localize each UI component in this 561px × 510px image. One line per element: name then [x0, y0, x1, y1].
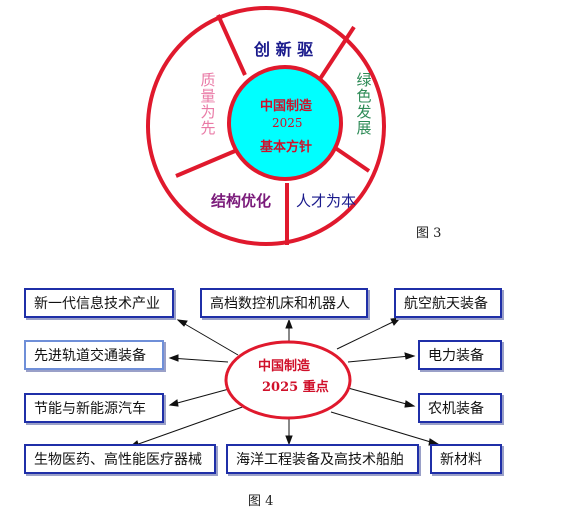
- fig3-spoke: [216, 14, 247, 76]
- arrow: [177, 319, 239, 356]
- box-power-equipment: 电力装备: [418, 340, 502, 370]
- fig3-spoke: [316, 25, 356, 84]
- fig3-center-line3: 基本方针: [260, 140, 313, 155]
- box-new-materials: 新材料: [430, 444, 502, 474]
- fig4-center-line1: 中国制造: [258, 359, 311, 374]
- box-new-energy-vehicles: 节能与新能源汽车: [24, 393, 164, 423]
- fig4-caption: 图 4: [248, 494, 274, 509]
- fig3-center-line1: 中国制造: [260, 99, 313, 114]
- box-next-gen-it: 新一代信息技术产业: [24, 288, 174, 318]
- arrowhead: [176, 319, 188, 327]
- fig3-segment-bottom-right: 人才为本: [296, 192, 357, 210]
- box-agri-machinery: 农机装备: [418, 393, 502, 423]
- fig3-caption: 图 3: [416, 226, 442, 241]
- box-ocean-engineering: 海洋工程装备及高技术船舶: [226, 444, 419, 474]
- fig4-center-line2: 2025 重点: [262, 380, 329, 395]
- fig3-segment-bottom-left: 结构优化: [211, 192, 272, 210]
- fig4-center-ellipse: [224, 340, 352, 420]
- fig3-spoke: [329, 143, 371, 173]
- box-aerospace: 航空航天装备: [394, 288, 502, 318]
- fig3-segment-top: 创 新 驱: [254, 40, 314, 59]
- box-biomedicine: 生物医药、高性能医疗器械: [24, 444, 216, 474]
- fig3-segment-right: 绿色发展: [356, 71, 372, 137]
- fig3-center-line2: 2025: [272, 116, 303, 130]
- fig3-center-circle: [227, 65, 343, 181]
- fig3-segment-left: 质量为先: [200, 71, 216, 137]
- fig3-spoke: [175, 149, 236, 178]
- box-cnc-robots: 高档数控机床和机器人: [200, 288, 368, 318]
- box-rail-transit: 先进轨道交通装备: [24, 340, 164, 370]
